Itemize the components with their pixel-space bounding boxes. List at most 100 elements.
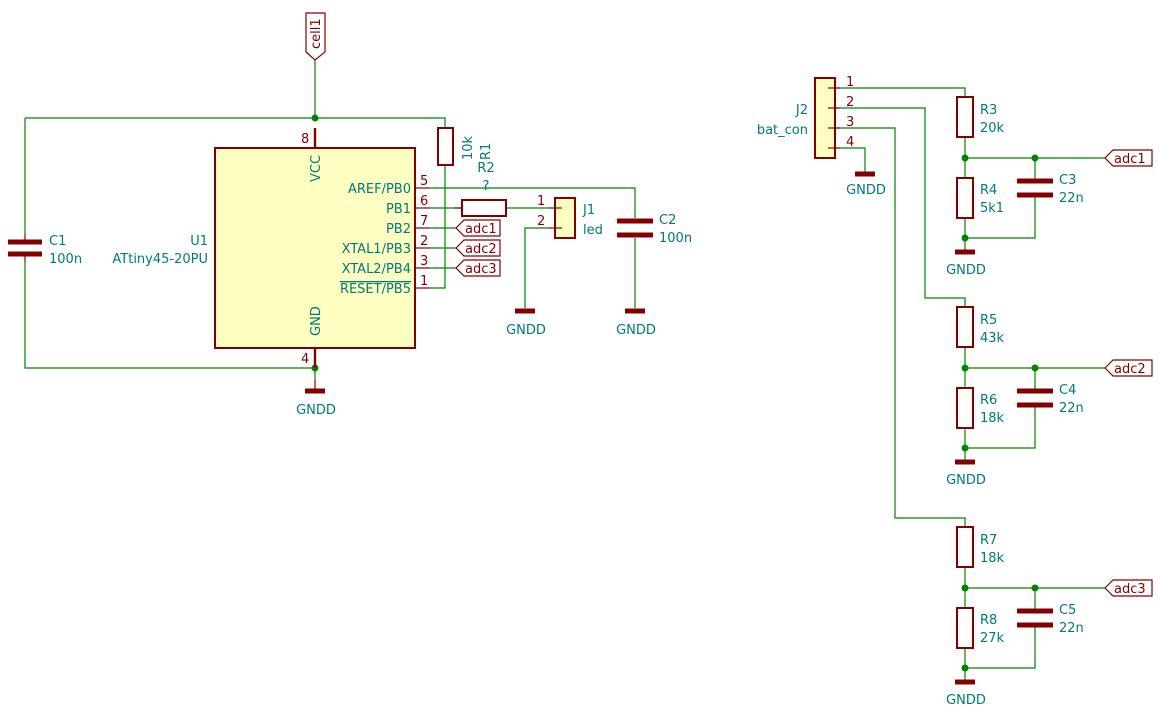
c1-ref: C1 [49, 234, 66, 249]
svg-text:cell1: cell1 [309, 18, 324, 49]
u1-pin-num: 2 [420, 234, 428, 249]
j2-value: bat_con [757, 123, 808, 138]
junction [961, 584, 969, 592]
j2-connector[interactable]: 1 2 3 4 J2 bat_con [757, 75, 854, 159]
wires-mcu [24, 60, 636, 380]
u1-pin-name: AREF/PB0 [348, 182, 411, 197]
svg-text:GNDD: GNDD [296, 403, 336, 418]
j2-pin-num: 3 [846, 115, 854, 130]
u1-pin-num: 7 [420, 214, 428, 229]
u1-pin-num: 4 [301, 352, 309, 367]
gnd-symbol: GNDD [946, 249, 986, 278]
r7-resistor[interactable]: R7 18k [956, 526, 1005, 568]
global-label-adc3-mcu[interactable]: adc3 [455, 259, 501, 277]
global-label-cell1[interactable]: cell1 [305, 12, 326, 61]
r3-value: 20k [980, 121, 1005, 136]
svg-text:adc3: adc3 [1114, 582, 1146, 597]
j1-connector[interactable]: 1 2 J1 led [537, 194, 603, 239]
u1-pin-name-reset: RESET/PB5 [340, 282, 411, 297]
j2-ref: J2 [795, 103, 808, 118]
junction [1031, 154, 1039, 162]
j1-pin-num: 1 [537, 194, 545, 209]
c4-ref: C4 [1059, 383, 1076, 398]
u1-pin-name-vcc: VCC [309, 155, 324, 182]
r2-resistor[interactable]: R2 ? [454, 161, 507, 217]
j1-ref: J1 [582, 203, 595, 218]
r8-value: 27k [980, 631, 1005, 646]
c3-value: 22n [1059, 191, 1084, 206]
c2-capacitor[interactable]: C2 100n [617, 213, 692, 246]
r1-ref: R1 [479, 143, 494, 160]
u1-pin-name: XTAL1/PB3 [342, 242, 411, 257]
u1-pin-num: 6 [420, 194, 428, 209]
svg-text:adc2: adc2 [465, 242, 497, 257]
j2-pin-num: 4 [846, 135, 854, 150]
u1-pin-num: 3 [420, 254, 428, 269]
r1-value: 10k [461, 135, 476, 160]
r5-resistor[interactable]: R5 43k [956, 306, 1005, 348]
c5-capacitor[interactable]: C5 22n [1017, 603, 1084, 636]
r7-ref: R7 [980, 533, 997, 548]
gnd-symbol: GNDD [946, 459, 986, 488]
junction [961, 234, 969, 242]
junction [961, 364, 969, 372]
j1-value: led [583, 223, 603, 238]
gnd-symbol: GNDD [506, 308, 546, 338]
u1-pin-name: PB1 [386, 202, 411, 217]
r6-value: 18k [980, 411, 1005, 426]
global-label-adc2-mcu[interactable]: adc2 [455, 239, 501, 257]
junction [961, 664, 969, 672]
junctions-dividers [961, 154, 1039, 672]
junction [961, 444, 969, 452]
u1-attiny45[interactable]: 8 4 5 6 7 2 3 1 VCC GND AREF/PB0 PB1 PB2… [112, 128, 430, 368]
svg-text:GNDD: GNDD [846, 183, 886, 198]
r4-resistor[interactable]: R4 5k1 [956, 177, 1004, 219]
u1-pin-num: 1 [420, 274, 428, 289]
svg-text:GNDD: GNDD [616, 323, 656, 338]
r8-resistor[interactable]: R8 27k [956, 607, 1005, 649]
u1-pin-num: 8 [301, 132, 309, 147]
c4-capacitor[interactable]: C4 22n [1017, 383, 1084, 416]
u1-pin-name: PB2 [386, 222, 411, 237]
c1-capacitor[interactable]: C1 100n [8, 234, 82, 267]
junction [311, 114, 319, 122]
svg-text:GNDD: GNDD [506, 323, 546, 338]
r3-ref: R3 [980, 103, 997, 118]
gnd-symbol: GNDD [946, 679, 986, 708]
r2-ref: R2 [477, 161, 494, 176]
c5-value: 22n [1059, 621, 1084, 636]
gnd-symbol: GNDD [616, 308, 656, 338]
r8-ref: R8 [980, 613, 997, 628]
j1-pin-num: 2 [537, 214, 545, 229]
u1-pin-num: 5 [420, 174, 428, 189]
c2-value: 100n [659, 231, 692, 246]
r4-value: 5k1 [980, 201, 1004, 216]
c5-ref: C5 [1059, 603, 1076, 618]
svg-text:adc3: adc3 [465, 262, 497, 277]
gnd-symbol: GNDD [296, 380, 336, 418]
u1-value: ATtiny45-20PU [112, 252, 208, 267]
j2-pin-num: 2 [846, 95, 854, 110]
r6-resistor[interactable]: R6 18k [956, 387, 1005, 429]
r5-ref: R5 [980, 313, 997, 328]
r7-value: 18k [980, 551, 1005, 566]
junction [1031, 584, 1039, 592]
svg-text:GNDD: GNDD [946, 693, 986, 708]
global-label-adc3[interactable]: adc3 [1104, 579, 1153, 597]
j2-pin-num: 1 [846, 75, 854, 90]
global-label-adc1[interactable]: adc1 [1104, 149, 1153, 167]
global-label-adc2[interactable]: adc2 [1104, 359, 1153, 377]
junction [1031, 364, 1039, 372]
svg-text:adc2: adc2 [1114, 362, 1146, 377]
junction [961, 154, 969, 162]
svg-text:GNDD: GNDD [946, 263, 986, 278]
svg-text:adc1: adc1 [465, 222, 497, 237]
u1-ref: U1 [190, 234, 208, 249]
c3-capacitor[interactable]: C3 22n [1017, 173, 1084, 206]
r3-resistor[interactable]: R3 20k [956, 96, 1005, 138]
u1-pin-name: XTAL2/PB4 [342, 262, 411, 277]
gnd-symbol: GNDD [846, 171, 886, 198]
r1-resistor[interactable]: R1 10k [437, 127, 494, 166]
global-label-adc1-mcu[interactable]: adc1 [455, 219, 501, 237]
